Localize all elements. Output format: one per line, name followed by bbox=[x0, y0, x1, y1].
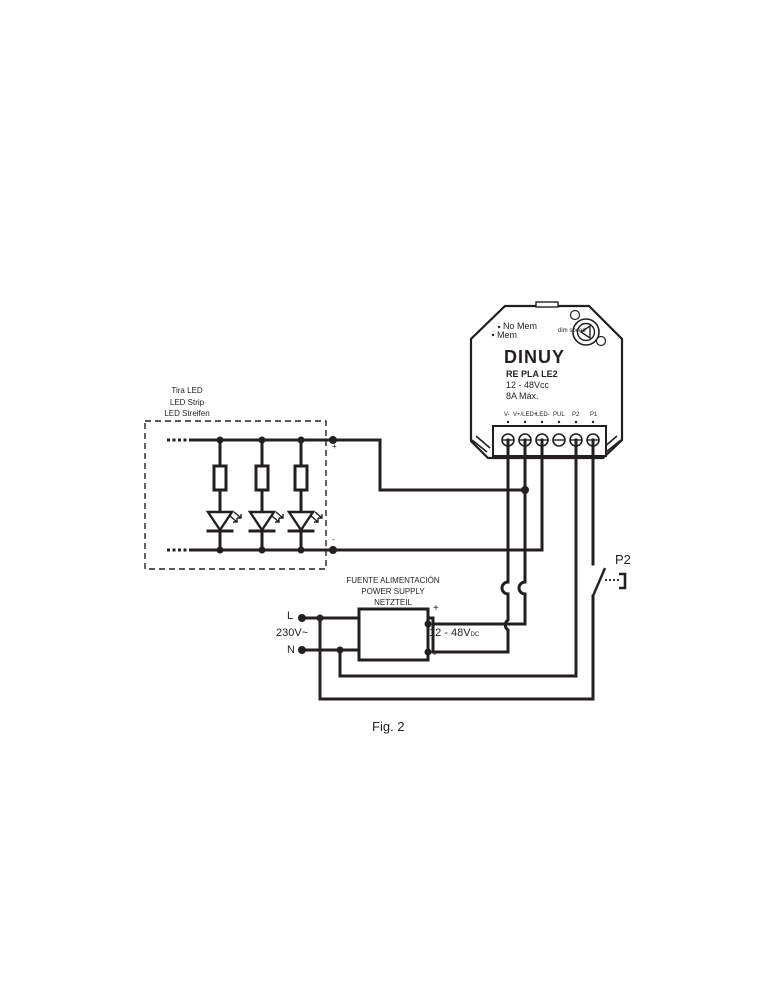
terminal-label-pul: PUL bbox=[553, 412, 565, 418]
led-branch bbox=[205, 436, 242, 554]
mains-l-terminal bbox=[298, 614, 306, 622]
mains-n-label: N bbox=[287, 644, 295, 656]
figure-caption: Fig. 2 bbox=[372, 719, 405, 734]
terminal-label-p1: P1 bbox=[590, 412, 598, 418]
terminal-label-v-minus: V- bbox=[504, 412, 510, 418]
pushbutton-switch-icon bbox=[591, 567, 627, 597]
light-emission-icon bbox=[310, 511, 323, 523]
power-supply-box bbox=[357, 607, 430, 662]
led-diode-icon bbox=[286, 510, 316, 533]
dimmer-device bbox=[469, 301, 624, 460]
led-strip-enclosure bbox=[144, 420, 327, 570]
led-diode-icon bbox=[247, 510, 277, 533]
resistor bbox=[254, 464, 270, 492]
psu-output-voltage: 12 - 48VDC bbox=[429, 627, 479, 639]
led-strip-circuit bbox=[167, 436, 337, 554]
device-voltage: 12 - 48Vcc bbox=[506, 380, 550, 390]
device-model: RE PLA LE2 bbox=[506, 369, 558, 379]
mode-no-mem-label: No Mem bbox=[503, 321, 538, 331]
psu-minus-sign: - bbox=[433, 649, 437, 660]
mains-n-terminal bbox=[298, 646, 306, 654]
dim-speed-label: dim speed bbox=[558, 328, 586, 334]
power-supply-label-de: NETZTEIL bbox=[374, 598, 412, 607]
led-branch bbox=[286, 436, 323, 554]
resistor bbox=[293, 464, 309, 492]
led-diode-icon bbox=[205, 510, 235, 533]
light-emission-icon bbox=[271, 511, 284, 523]
led-strip-label-es: Tira LED bbox=[171, 386, 203, 395]
psu-plus-sign: + bbox=[433, 603, 439, 614]
mains-l-label: L bbox=[287, 610, 294, 622]
led-plus-sign: + bbox=[332, 442, 337, 451]
led-strip-label-en: LED Strip bbox=[169, 398, 205, 407]
terminal-label-v-plus-led-plus: V+/LED+ bbox=[513, 412, 538, 418]
device-current: 8A Máx. bbox=[506, 391, 539, 401]
led-branch bbox=[247, 436, 284, 554]
mode-mem-label: Mem bbox=[497, 330, 517, 340]
terminal-label-p2: P2 bbox=[572, 412, 580, 418]
terminal-label-led-minus: LED- bbox=[536, 412, 550, 418]
wiring bbox=[318, 438, 627, 701]
psu-output-dc-suffix: DC bbox=[470, 632, 480, 638]
led-strip-label-de: LED Streifen bbox=[164, 409, 210, 418]
psu-output-voltage-value: 12 - 48V bbox=[429, 627, 471, 639]
brand-logo: DINUY bbox=[504, 347, 566, 367]
resistor bbox=[212, 464, 228, 492]
light-emission-icon bbox=[229, 511, 242, 523]
pushbutton-label: P2 bbox=[615, 552, 631, 567]
power-supply-label-es: FUENTE ALIMENTACIÓN bbox=[346, 576, 440, 585]
power-supply-circuit bbox=[298, 607, 435, 662]
dim-speed-knob-icon bbox=[569, 309, 607, 347]
power-supply-label-en: POWER SUPPLY bbox=[361, 587, 425, 596]
led-minus-sign: - bbox=[332, 535, 335, 544]
mains-voltage-label: 230V~ bbox=[276, 627, 309, 639]
